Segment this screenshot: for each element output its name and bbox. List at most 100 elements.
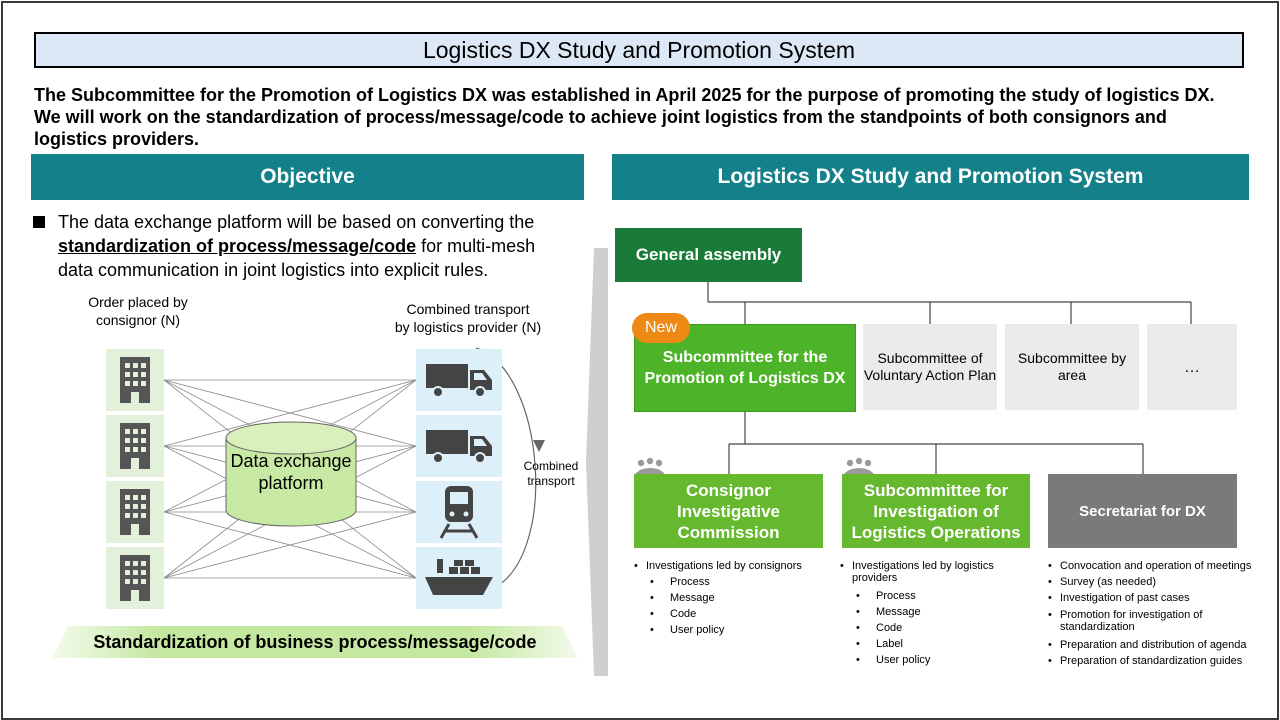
list-item: Message <box>838 604 1038 620</box>
consignor-tile <box>106 415 164 477</box>
list-item: User policy <box>632 622 832 638</box>
list-item-line: Investigations led by logistics <box>852 560 994 572</box>
new-badge: New <box>632 313 690 343</box>
provider-label: Combined transport by logistics provider… <box>386 300 550 336</box>
bullet-line-2-rest: for multi-mesh <box>416 236 536 256</box>
provider-tile <box>416 415 502 477</box>
general-assembly-text: General assembly <box>635 245 782 264</box>
train-icon <box>439 486 479 539</box>
operations-subcommittee-box: Subcommittee for Investigation of Logist… <box>842 474 1030 548</box>
building-icon <box>120 357 150 403</box>
objective-bullet: The data exchange platform will be based… <box>58 210 578 282</box>
page-title: Logistics DX Study and Promotion System <box>34 32 1244 68</box>
objective-header: Objective <box>31 154 584 200</box>
provider-tile <box>416 349 502 411</box>
list-item: User policy <box>838 652 1038 668</box>
consignor-tile <box>106 349 164 411</box>
subcommittee-area-box: Subcommittee by area <box>1005 324 1139 410</box>
org-connectors <box>707 282 1192 474</box>
connection-line <box>163 511 417 579</box>
list-item: Preparation of standardization guides <box>1046 653 1272 669</box>
list-item: Process <box>838 588 1038 604</box>
intro-line: logistics providers. <box>34 129 200 149</box>
platform-label-line: Data exchange <box>230 451 352 471</box>
ship-icon <box>425 559 493 595</box>
list-item: Investigations led by logistics provider… <box>838 560 1038 584</box>
consignor-commission-line: Commission <box>677 522 780 542</box>
secretariat-box: Secretariat for DX <box>1048 474 1237 548</box>
consignor-commission-box: Consignor Investigative Commission <box>634 474 823 548</box>
connection-line <box>163 379 417 447</box>
consignor-tile <box>106 481 164 543</box>
bullet-line-3: data communication in joint logistics in… <box>58 260 489 280</box>
consignor-commission-line: Investigative <box>677 501 780 521</box>
new-badge-text: New <box>644 319 677 336</box>
list-item: Code <box>632 606 832 622</box>
consignor-label-line: Order placed by <box>88 294 188 310</box>
platform-label-line: platform <box>258 473 324 493</box>
subcommittee-voluntary-line: Voluntary Action Plan <box>863 367 997 383</box>
provider-tile <box>416 481 502 543</box>
list-item: Survey (as needed) <box>1046 574 1272 590</box>
list-item: Process <box>632 574 832 590</box>
combined-transport-label: Combined transport <box>514 459 588 489</box>
truck-icon <box>426 430 492 464</box>
platform-label: Data exchange platform <box>226 450 356 494</box>
consignor-commission-line: Consignor <box>686 480 771 500</box>
more-subcommittees-box: … <box>1147 324 1237 410</box>
consignor-tile <box>106 547 164 609</box>
list-item: Promotion for investigation of standardi… <box>1046 609 1272 633</box>
provider-label-line: by logistics provider (N) <box>394 319 542 335</box>
list-item-line: providers <box>852 572 898 584</box>
bullet-emphasis: standardization of process/message/code <box>58 236 417 256</box>
bullet-square-icon <box>33 216 45 228</box>
divider-chevron <box>586 248 608 676</box>
subcommittee-dx-line: Promotion of Logistics DX <box>644 370 846 387</box>
intro-line: We will work on the standardization of p… <box>34 107 1167 127</box>
subcommittee-voluntary-line: Subcommittee of <box>877 350 983 366</box>
arrow-head-icon <box>533 440 545 452</box>
operations-subcommittee-line: Investigation of <box>873 501 999 521</box>
list-item: Code <box>838 620 1038 636</box>
objective-header-text: Objective <box>260 165 355 188</box>
list-item: Label <box>838 636 1038 652</box>
combined-label-line: Combined <box>523 459 579 473</box>
system-header-text: Logistics DX Study and Promotion System <box>717 165 1144 188</box>
general-assembly-box: General assembly <box>615 228 802 282</box>
secretariat-list: Convocation and operation of meetings Su… <box>1046 558 1272 669</box>
secretariat-text: Secretariat for DX <box>1079 502 1206 520</box>
provider-tile <box>416 547 502 609</box>
building-icon <box>120 489 150 535</box>
subcommittee-area-text: Subcommittee by area <box>1017 350 1127 383</box>
combined-label-line: transport <box>527 474 575 488</box>
list-item: Convocation and operation of meetings <box>1046 558 1272 574</box>
building-icon <box>120 555 150 601</box>
platform-cylinder <box>225 421 357 527</box>
consignor-label-line: consignor (N) <box>95 312 181 328</box>
list-item: Preparation and distribution of agenda <box>1046 637 1272 653</box>
operations-subcommittee-line: Logistics Operations <box>851 522 1021 542</box>
subcommittee-voluntary-box: Subcommittee of Voluntary Action Plan <box>863 324 997 410</box>
operations-subcommittee-line: Subcommittee for <box>863 480 1009 500</box>
provider-label-line: Combined transport <box>406 301 530 317</box>
system-header: Logistics DX Study and Promotion System <box>612 154 1249 200</box>
standardization-banner-text: Standardization of business process/mess… <box>93 631 537 652</box>
standardization-banner: Standardization of business process/mess… <box>52 626 578 658</box>
operations-list: Investigations led by logistics provider… <box>838 558 1038 668</box>
list-item-line: Promotion for investigation of <box>1060 609 1203 621</box>
truck-icon <box>426 364 492 398</box>
list-item-line: standardization <box>1060 621 1135 633</box>
bullet-line-1: The data exchange platform will be based… <box>58 212 535 232</box>
building-icon <box>120 423 150 469</box>
intro-paragraph: The Subcommittee for the Promotion of Lo… <box>34 84 1264 150</box>
list-item: Investigations led by consignors <box>632 558 832 574</box>
subcommittee-dx-line: Subcommittee for the <box>662 349 828 366</box>
consignor-list: Investigations led by consignors Process… <box>632 558 832 638</box>
bullet-line-2: standardization of process/message/code … <box>58 234 578 258</box>
ellipsis-text: … <box>1184 358 1200 376</box>
list-item: Message <box>632 590 832 606</box>
page-title-text: Logistics DX Study and Promotion System <box>422 36 856 63</box>
list-item: Investigation of past cases <box>1046 590 1272 606</box>
consignor-label: Order placed by consignor (N) <box>70 293 206 329</box>
